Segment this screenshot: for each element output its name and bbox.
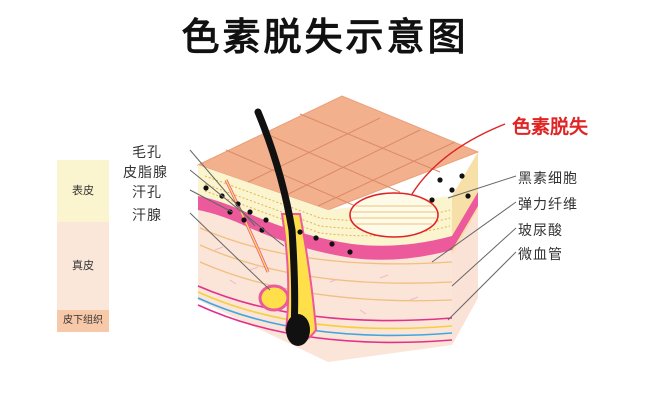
label-pore: 毛孔 — [132, 145, 162, 161]
page-title: 色素脱失示意图 — [181, 15, 469, 59]
label-microvessel: 微血管 — [518, 247, 563, 263]
block-right-face-pink — [452, 192, 478, 250]
skin-surface-grid — [225, 113, 456, 209]
block-right-face — [452, 210, 478, 345]
legend-subcutaneous: 皮下组织 — [57, 310, 109, 332]
legend-dermis: 真皮 — [57, 222, 109, 310]
hair-follicle — [254, 108, 318, 346]
label-sweat-pore: 汗孔 — [132, 185, 162, 201]
label-sweat-gland: 汗腺 — [132, 208, 162, 224]
layer-legend: 表皮 真皮 皮下组织 — [57, 160, 109, 332]
label-elastic-fiber: 弹力纤维 — [518, 197, 578, 213]
sweat-gland — [224, 179, 290, 312]
label-sebaceous-gland: 皮脂腺 — [123, 165, 168, 181]
basal-layer — [198, 196, 452, 260]
left-leader-lines — [189, 149, 285, 291]
right-leader-lines — [431, 175, 517, 321]
label-depigmentation: 色素脱失 — [512, 116, 589, 138]
legend-epidermis: 表皮 — [57, 160, 109, 222]
label-melanocyte: 黑素细胞 — [518, 171, 578, 187]
label-hyaluronic-acid: 玻尿酸 — [518, 223, 563, 239]
depigmentation-area — [349, 123, 506, 238]
